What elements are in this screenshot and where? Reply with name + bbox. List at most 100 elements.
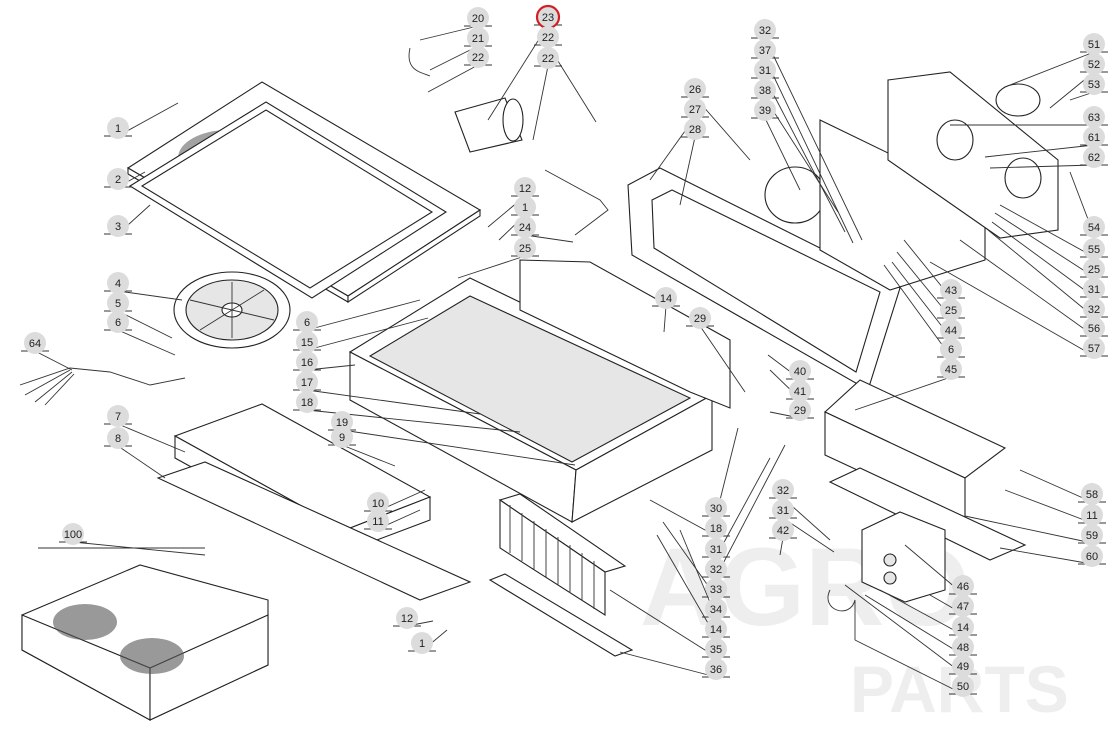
assembled-unit	[21, 564, 269, 721]
callout-bubble	[705, 578, 727, 600]
callout-c14a[interactable]: 14	[652, 287, 680, 333]
callout-c31d[interactable]: 31	[991, 221, 1108, 300]
callout-bubble	[689, 307, 711, 329]
callout-c54[interactable]: 54	[1069, 171, 1108, 238]
callout-leader	[117, 445, 166, 479]
callout-c25b[interactable]: 25	[896, 251, 965, 321]
callout-c58[interactable]: 58	[1019, 469, 1106, 505]
callout-c25c[interactable]: 25	[994, 212, 1108, 280]
callout-c52[interactable]: 52	[1049, 53, 1108, 109]
callout-c22b[interactable]: 22	[534, 26, 597, 123]
callout-c2[interactable]: 2	[104, 168, 146, 190]
callout-c9[interactable]: 9	[328, 426, 396, 467]
callout-c6a[interactable]: 6	[104, 311, 176, 356]
callout-number: 18	[301, 397, 313, 409]
callout-bubble	[24, 332, 46, 354]
callout-c40[interactable]: 40	[767, 354, 814, 382]
callout-c4[interactable]: 4	[104, 272, 183, 301]
callout-c32a[interactable]: 32	[702, 444, 786, 580]
callout-c50[interactable]: 50	[854, 639, 977, 697]
callout-c38[interactable]: 38	[751, 79, 839, 213]
callout-c11a[interactable]: 11	[364, 509, 421, 532]
callout-number: 7	[115, 411, 121, 423]
callout-c47[interactable]: 47	[929, 594, 977, 617]
callout-c17[interactable]: 17	[293, 371, 481, 415]
callout-c14c[interactable]: 14	[879, 589, 977, 638]
callout-c34[interactable]: 34	[679, 529, 730, 620]
callout-c53[interactable]: 53	[1069, 73, 1108, 101]
air-filter	[498, 493, 627, 617]
callout-c55[interactable]: 55	[999, 204, 1108, 260]
callout-c63[interactable]: 63	[950, 106, 1108, 128]
callout-c20[interactable]: 20	[419, 7, 492, 41]
callout-c29a[interactable]: 29	[686, 307, 746, 393]
callout-bubble	[296, 371, 318, 393]
callout-c60[interactable]: 60	[999, 545, 1106, 567]
callout-c37[interactable]: 37	[751, 39, 854, 244]
callout-bubble	[467, 46, 489, 68]
callout-c28[interactable]: 28	[679, 118, 709, 206]
callout-c22a[interactable]: 22	[427, 46, 492, 93]
callout-c33[interactable]: 33	[662, 521, 730, 600]
callout-c31c[interactable]: 31	[751, 59, 846, 233]
callout-c43[interactable]: 43	[903, 239, 965, 301]
callout-c56[interactable]: 56	[959, 239, 1108, 339]
callout-c51[interactable]: 51	[1009, 33, 1108, 86]
callout-c35[interactable]: 35	[609, 589, 730, 660]
callout-c7[interactable]: 7	[104, 405, 186, 453]
callout-c25a[interactable]: 25	[457, 237, 539, 279]
callout-c39[interactable]: 39	[751, 99, 801, 191]
callout-c12b[interactable]: 12	[393, 607, 434, 629]
callout-c10[interactable]: 10	[364, 489, 426, 514]
callout-c8[interactable]: 8	[104, 427, 166, 479]
callout-c46[interactable]: 46	[904, 544, 977, 597]
callout-c42[interactable]: 42	[769, 519, 797, 556]
callout-c36[interactable]: 36	[619, 651, 730, 680]
callout-bubble	[684, 78, 706, 100]
callout-bubble	[754, 19, 776, 41]
callout-c5[interactable]: 5	[104, 292, 173, 339]
callout-c1a[interactable]: 1	[104, 102, 179, 139]
callout-c64[interactable]: 64	[21, 332, 73, 371]
callout-c24[interactable]: 24	[511, 216, 574, 243]
callout-c18b[interactable]: 18	[649, 499, 730, 539]
callout-c23[interactable]: 23	[487, 4, 562, 121]
callout-c100[interactable]: 100	[59, 523, 206, 556]
callout-bubble	[331, 426, 353, 448]
callout-c31a[interactable]: 31	[702, 457, 771, 560]
callout-number: 20	[472, 13, 484, 25]
callout-c32d[interactable]: 32	[987, 229, 1108, 320]
callout-c48[interactable]: 48	[864, 594, 977, 658]
callout-c16[interactable]: 16	[293, 351, 356, 373]
callout-number: 30	[710, 503, 722, 515]
callout-c6b[interactable]: 6	[293, 299, 421, 333]
callout-c45[interactable]: 45	[854, 358, 965, 411]
callout-leader	[341, 429, 576, 466]
callout-bubble	[514, 237, 536, 259]
callout-c11b[interactable]: 11	[1004, 489, 1106, 526]
callout-c49[interactable]: 49	[844, 584, 977, 677]
callout-c14b[interactable]: 14	[656, 534, 730, 640]
callout-bubble	[952, 616, 974, 638]
callout-bubble	[1083, 126, 1105, 148]
callout-c32c[interactable]: 32	[751, 19, 863, 241]
callout-c44[interactable]: 44	[891, 261, 965, 341]
callout-c57[interactable]: 57	[929, 261, 1108, 359]
callout-c6c[interactable]: 6	[883, 264, 965, 360]
callout-bubble	[107, 405, 129, 427]
callout-c30[interactable]: 30	[702, 427, 739, 519]
callout-c61[interactable]: 61	[984, 126, 1108, 158]
callout-number: 48	[957, 642, 969, 654]
callout-leader	[1009, 51, 1095, 86]
callout-bubble	[296, 351, 318, 373]
callout-c62[interactable]: 62	[989, 146, 1108, 169]
callout-c3[interactable]: 3	[104, 204, 151, 237]
callout-c22c[interactable]: 22	[532, 47, 562, 141]
callout-c1b[interactable]: 1	[498, 196, 539, 241]
callout-c59[interactable]: 59	[964, 515, 1106, 546]
callout-c1c[interactable]: 1	[408, 629, 448, 654]
callout-c15[interactable]: 15	[293, 317, 429, 353]
callout-c27[interactable]: 27	[649, 98, 709, 181]
callout-c29b[interactable]: 29	[769, 399, 814, 421]
callout-leader	[609, 589, 717, 658]
